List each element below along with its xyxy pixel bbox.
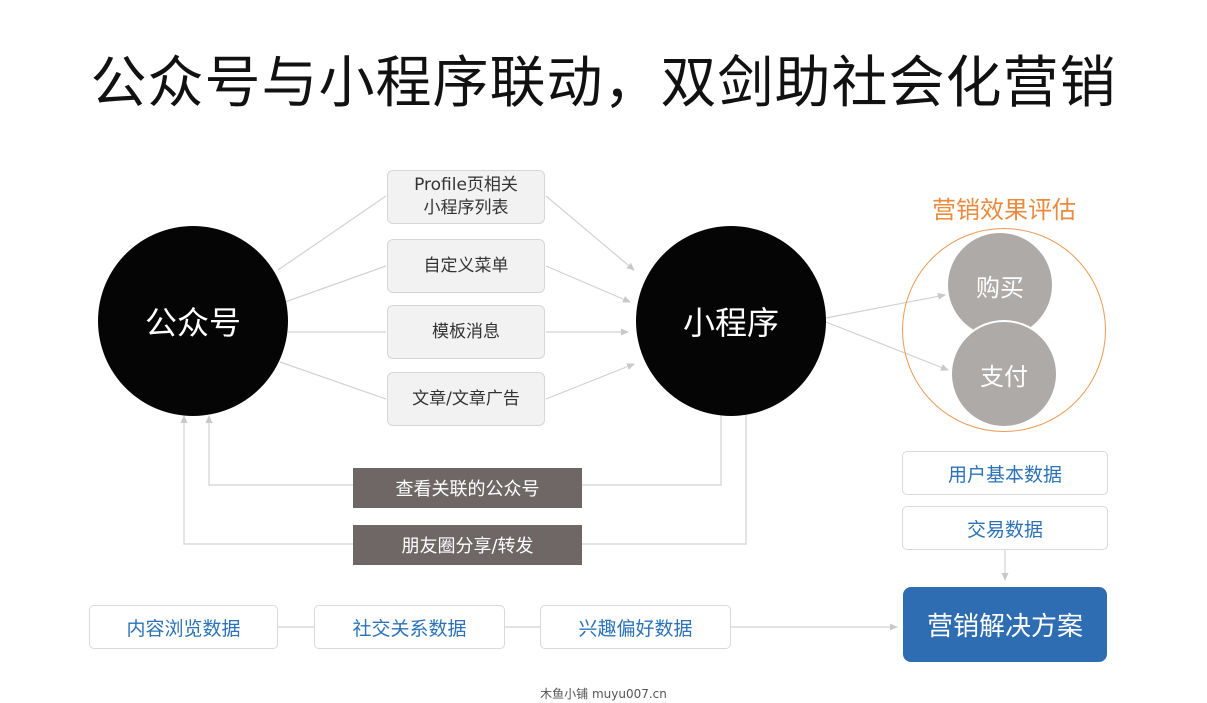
connector-left-channel-2 — [284, 265, 387, 303]
transaction-data: 交易数据 — [902, 506, 1108, 550]
node-official-account: 公众号 — [98, 226, 288, 416]
node-official-account-label: 公众号 — [144, 304, 241, 342]
channel-template-message: 模板消息 — [387, 305, 545, 359]
interest-preference-data: 兴趣偏好数据 — [540, 605, 731, 649]
channel-custom-menu-label: 自定义菜单 — [423, 255, 509, 276]
social-relation-data: 社交关系数据 — [314, 605, 505, 649]
channel-profile-line2: 小程序列表 — [423, 198, 509, 218]
user-basic-data-label: 用户基本数据 — [947, 463, 1062, 486]
evaluation-title: 营销效果评估 — [932, 196, 1076, 224]
return-moments-share-label: 朋友圈分享/转发 — [401, 536, 534, 557]
channel-article-ad: 文章/文章广告 — [387, 372, 545, 426]
node-mini-program: 小程序 — [636, 226, 826, 416]
interest-preference-data-label: 兴趣偏好数据 — [578, 617, 693, 640]
channel-profile-line1: Profile页相关 — [414, 175, 518, 196]
connector-left-channel-1 — [277, 195, 387, 271]
connector-left-channel-4 — [279, 361, 387, 400]
marketing-solution: 营销解决方案 — [903, 587, 1107, 662]
return-moments-share: 朋友圈分享/转发 — [353, 525, 582, 565]
evaluation-pay-label: 支付 — [980, 362, 1028, 391]
connector-channel-4-right — [545, 363, 635, 400]
evaluation-buy-label: 购买 — [976, 273, 1024, 302]
social-relation-data-label: 社交关系数据 — [352, 617, 467, 640]
evaluation-buy: 购买 — [946, 231, 1054, 339]
channel-custom-menu: 自定义菜单 — [387, 239, 545, 293]
evaluation-ring — [902, 228, 1106, 432]
return-view-official-account-label: 查看关联的公众号 — [395, 479, 540, 500]
marketing-solution-label: 营销解决方案 — [926, 612, 1083, 642]
content-browsing-data: 内容浏览数据 — [89, 605, 278, 649]
user-basic-data: 用户基本数据 — [902, 451, 1108, 495]
footer-watermark: 木鱼小铺 muyu007.cn — [540, 687, 667, 701]
return-view-official-account: 查看关联的公众号 — [353, 468, 582, 508]
transaction-data-label: 交易数据 — [966, 518, 1043, 541]
connector-channel-1-right — [545, 195, 635, 271]
evaluation-pay: 支付 — [950, 320, 1058, 428]
channel-article-ad-label: 文章/文章广告 — [412, 388, 520, 409]
page-title: 公众号与小程序联动，双剑助社会化营销 — [90, 51, 1117, 116]
content-browsing-data-label: 内容浏览数据 — [126, 617, 241, 640]
channel-profile: Profile页相关 小程序列表 — [387, 170, 545, 224]
channel-template-message-label: 模板消息 — [432, 321, 500, 342]
node-mini-program-label: 小程序 — [682, 304, 779, 342]
connector-channel-2-right — [545, 265, 631, 303]
